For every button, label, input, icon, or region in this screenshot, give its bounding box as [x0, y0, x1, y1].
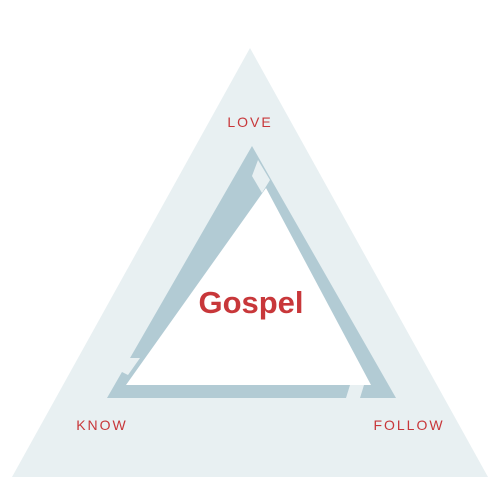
band-gap-right — [346, 385, 364, 398]
band-gap-top — [252, 160, 270, 193]
inner-white-triangle — [126, 188, 371, 385]
label-follow: FOLLOW — [373, 417, 445, 433]
band-gap-left — [118, 358, 140, 375]
label-gospel: Gospel — [198, 285, 304, 320]
label-know: KNOW — [76, 417, 128, 433]
label-love: LOVE — [227, 114, 273, 130]
